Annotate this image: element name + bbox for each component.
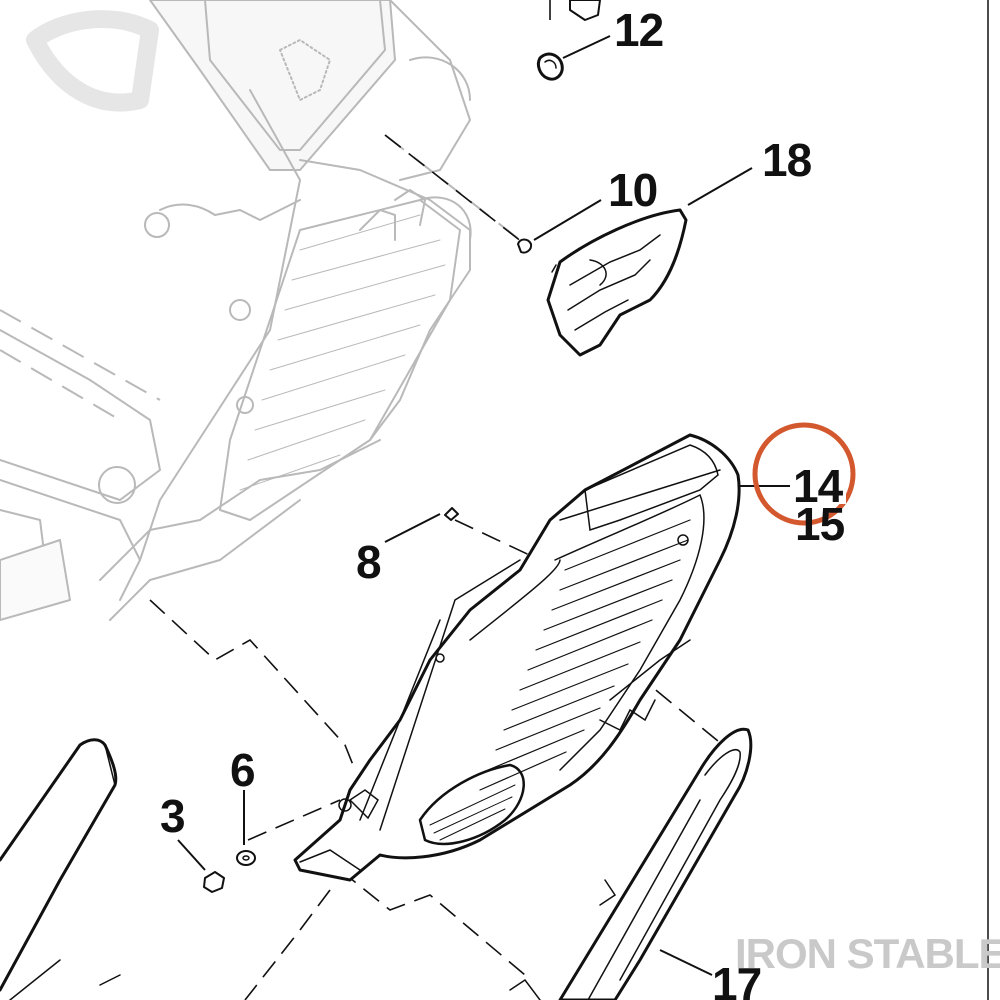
leader-lines	[177, 35, 790, 976]
callout-3: 3	[160, 790, 185, 842]
callout-6: 6	[230, 744, 255, 796]
callout-12: 12	[614, 4, 663, 56]
watermark-text: IRON STABLE	[735, 930, 1000, 977]
body-panel-left	[0, 738, 121, 1000]
callout-17: 17	[712, 958, 761, 1000]
highlight-circle-14	[752, 422, 856, 526]
callout-15: 15	[795, 498, 845, 550]
callout-8: 8	[356, 536, 381, 588]
callout-labels: 12 10 18 15 14 8 6 3 17	[160, 4, 846, 1000]
callout-18: 18	[762, 134, 812, 186]
part-12-grommet	[536, 0, 601, 81]
part-10-clip	[517, 238, 533, 254]
part-8-pin	[444, 507, 459, 521]
part-6-washer	[236, 850, 256, 866]
part-18-side-cover	[546, 208, 688, 357]
part-3-bolt	[203, 871, 225, 893]
ghost-frame-assembly	[0, 0, 521, 621]
part-14-radiator-shroud	[293, 433, 741, 882]
callout-14: 14	[793, 460, 844, 512]
callout-10: 10	[608, 164, 657, 216]
label-14-mask	[790, 460, 846, 504]
part-17-bracket	[509, 727, 753, 1000]
